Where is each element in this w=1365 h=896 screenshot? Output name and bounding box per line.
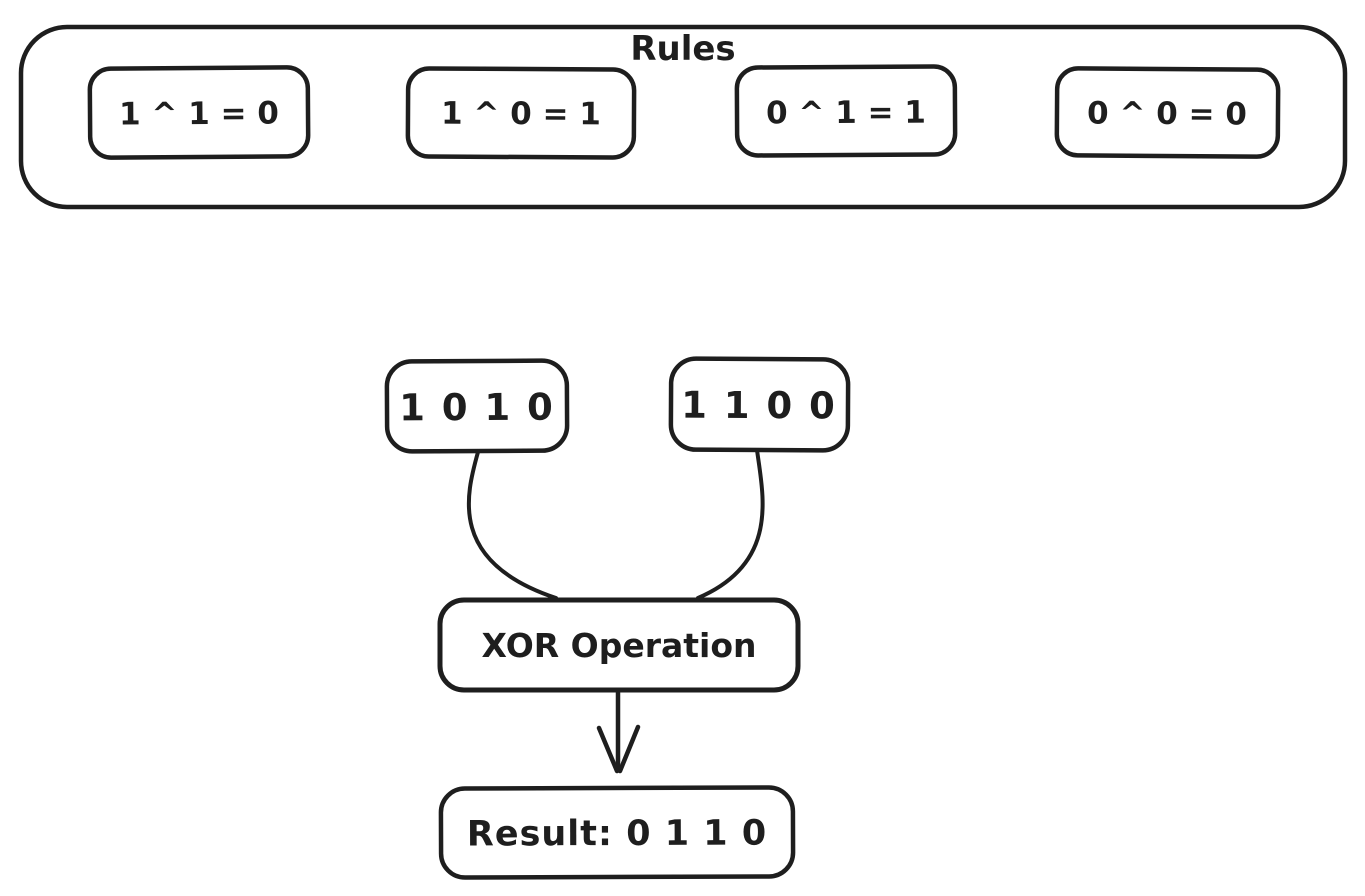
rules-container-box: [18, 24, 1348, 210]
input-box-a: 1 0 1 0: [384, 358, 570, 454]
connector-input-a-to-xor: [466, 450, 558, 600]
input-box-b: 1 1 0 0: [668, 356, 851, 453]
input-label-a: 1 0 1 0: [399, 386, 555, 430]
input-label-b: 1 1 0 0: [681, 384, 837, 428]
result-box-shape: [438, 785, 796, 880]
rules-container-group: Rules 1 ^ 1 = 0 1 ^ 0 = 1 0 ^ 1 = 1 0 ^ …: [18, 24, 1348, 210]
rule-box-2-shape: [405, 66, 637, 160]
arrow-down: [596, 688, 641, 774]
rule-label-4: 0 ^ 0 = 0: [1087, 95, 1247, 132]
rule-box-4-shape: [1054, 66, 1281, 159]
rule-box-1-shape: [87, 65, 311, 160]
result-label: Result: 0 1 1 0: [467, 813, 767, 854]
rules-title: Rules: [630, 29, 735, 69]
result-box: Result: 0 1 1 0: [438, 785, 796, 880]
input-box-b-shape: [668, 356, 851, 453]
connector-input-b-to-xor: [696, 448, 765, 600]
rule-label-1: 1 ^ 1 = 0: [119, 95, 279, 132]
xor-operation-label: XOR Operation: [481, 626, 756, 665]
arrow-head-icon: [596, 724, 641, 774]
rule-box-3: 0 ^ 1 = 1: [734, 64, 958, 158]
rule-box-2: 1 ^ 0 = 1: [405, 66, 637, 160]
rule-label-3: 0 ^ 1 = 1: [766, 95, 926, 132]
xor-operation-box: XOR Operation: [437, 597, 801, 693]
rule-box-3-shape: [734, 64, 958, 158]
rule-box-4: 0 ^ 0 = 0: [1054, 66, 1281, 159]
rule-label-2: 1 ^ 0 = 1: [441, 96, 601, 133]
rule-box-1: 1 ^ 1 = 0: [87, 65, 311, 160]
